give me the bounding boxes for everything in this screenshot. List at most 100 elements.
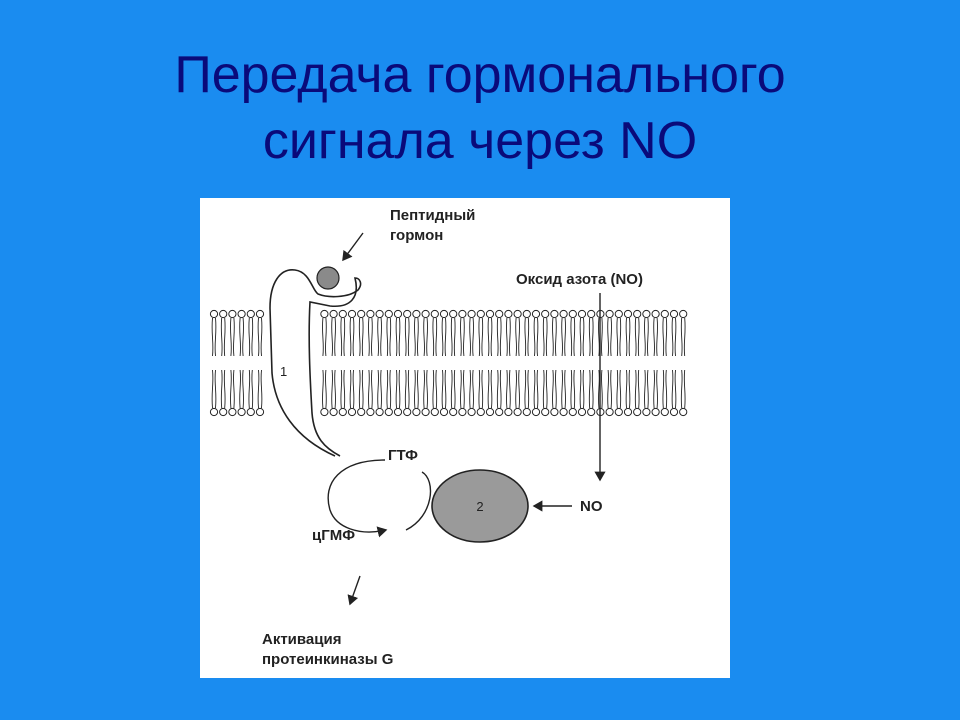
gtp-conversion-arc-right	[405, 471, 432, 531]
lipid-head	[495, 407, 504, 417]
lipid-tail	[423, 317, 428, 357]
activation-label-1: Активация	[262, 631, 341, 648]
lipid-tail	[322, 317, 327, 357]
lipid-tail	[616, 369, 622, 409]
lipid-head	[329, 309, 338, 319]
lipid-head	[237, 309, 246, 319]
lipid-tail	[524, 369, 530, 409]
lipid-tail	[671, 317, 677, 357]
lipid-tail	[386, 369, 392, 409]
lipid-head	[651, 407, 660, 417]
lipid-head	[550, 407, 559, 417]
lipid-tail	[644, 369, 649, 409]
lipid-tail	[607, 317, 612, 357]
lipid-tail	[230, 317, 235, 357]
lipid-head	[412, 407, 421, 417]
lipid-head	[421, 309, 430, 319]
lipid-head	[246, 407, 255, 417]
lipid-tail	[404, 317, 410, 357]
lipid-tail	[588, 317, 594, 357]
lipid-head	[485, 309, 495, 319]
lipid-head	[495, 309, 504, 319]
lipid-head	[366, 309, 375, 319]
lipid-tail	[349, 317, 355, 357]
lipid-tail	[680, 317, 686, 357]
lipid-tail	[478, 317, 484, 357]
lipid-tail	[404, 369, 410, 409]
lipid-head	[642, 309, 651, 319]
lipid-head	[338, 309, 347, 319]
lipid-tail	[460, 317, 465, 357]
lipid-tail	[598, 369, 603, 409]
lipid-head	[347, 309, 357, 319]
gtp-conversion-arc-left	[327, 459, 388, 538]
lipid-head	[522, 309, 531, 319]
lipid-tail	[515, 317, 520, 357]
lipid-tail	[211, 317, 217, 357]
lipid-head	[541, 407, 550, 417]
lipid-tail	[607, 369, 612, 409]
lipid-tail	[331, 317, 336, 357]
lipid-tail	[644, 317, 649, 357]
lipid-tail	[552, 317, 557, 357]
lipid-head	[384, 407, 393, 417]
lipid-tail	[423, 369, 428, 409]
lipid-head	[651, 309, 660, 319]
nitric-oxide-label: Оксид азота (NO)	[516, 271, 643, 288]
lipid-tail	[432, 317, 438, 357]
lipid-tail	[542, 317, 548, 357]
lipid-head	[504, 407, 513, 417]
lipid-head	[375, 309, 384, 319]
lipid-tail	[616, 317, 622, 357]
lipid-head	[577, 309, 587, 319]
lipid-head	[246, 309, 255, 319]
lipid-tail	[432, 369, 438, 409]
lipid-head	[357, 309, 366, 319]
lipid-tail	[469, 317, 474, 357]
lipid-tail	[579, 317, 585, 357]
lipid-tail	[487, 317, 493, 357]
lipid-head	[439, 407, 449, 417]
lipid-tail	[257, 369, 263, 409]
lipid-head	[660, 407, 669, 417]
lipid-tail	[211, 369, 217, 409]
lipid-tail	[248, 317, 254, 357]
lipid-tail	[680, 369, 686, 409]
lipid-head	[605, 309, 614, 319]
lipid-tail	[349, 369, 355, 409]
lipid-head	[320, 309, 329, 319]
lipid-head	[605, 407, 614, 417]
title-line-2: сигнала через NO	[262, 112, 698, 170]
lipid-tail	[358, 317, 364, 357]
lipid-tail	[377, 317, 382, 357]
lipid-tail	[239, 369, 244, 409]
lipid-tail	[598, 317, 603, 357]
lipid-tail	[506, 369, 511, 409]
lipid-tail	[220, 317, 226, 357]
lipid-tail	[579, 369, 585, 409]
lipid-tail	[515, 369, 520, 409]
lipid-tail	[506, 317, 511, 357]
lipid-head	[522, 407, 531, 417]
lipid-head	[384, 309, 393, 319]
lipid-head	[375, 407, 384, 417]
signaling-diagram: 1 2 Пептидный гормон Оксид азота (NO) ГТ…	[209, 207, 688, 668]
lipid-tail	[368, 369, 373, 409]
lipid-tail	[496, 317, 502, 357]
lipid-tail	[441, 317, 447, 357]
gtp-label: ГТФ	[388, 447, 418, 464]
lipid-tail	[386, 317, 392, 357]
hormone-molecule	[316, 266, 340, 290]
lipid-head	[219, 407, 228, 417]
lipid-head	[513, 309, 522, 319]
lipid-tail	[220, 369, 226, 409]
lipid-head	[439, 309, 449, 319]
lipid-tail	[414, 317, 419, 357]
lipid-head	[541, 309, 550, 319]
lipid-head	[550, 309, 559, 319]
lipid-head	[329, 407, 338, 417]
lipid-tail	[322, 369, 327, 409]
lipid-tail	[469, 369, 474, 409]
lipid-head	[219, 309, 228, 319]
lipid-head	[449, 309, 458, 319]
